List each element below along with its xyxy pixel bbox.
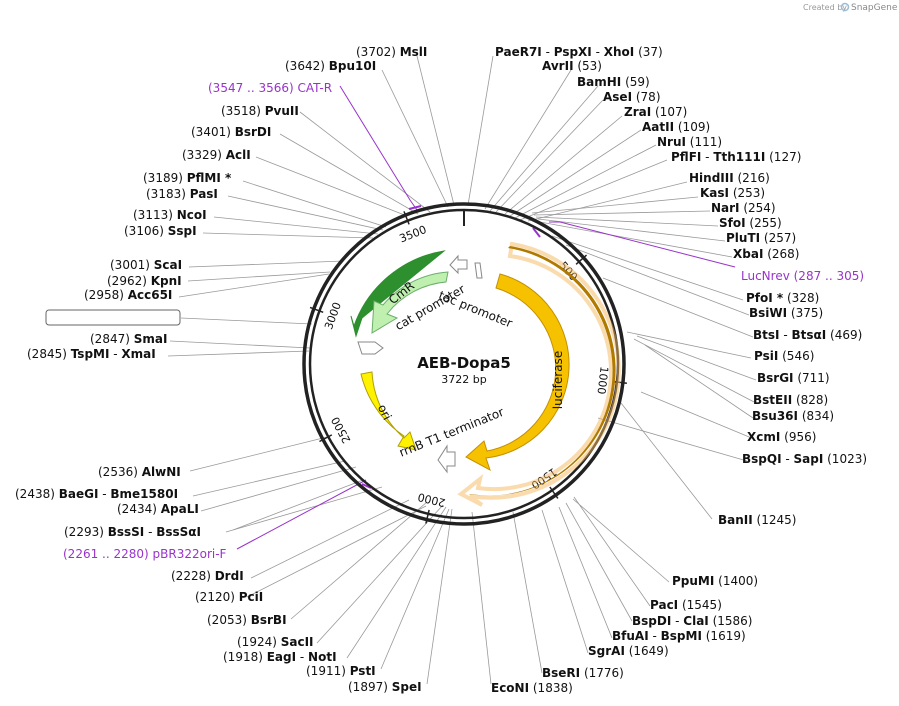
primer-marks [236,85,736,550]
restriction-site-label: BtsI - BtsαI (469) [753,328,862,342]
restriction-site-label: BspDI - ClaI (1586) [632,614,752,628]
restriction-site-label: NarI (254) [711,201,776,215]
restriction-site-label: (2293) BssSI - BssSαI [64,525,201,539]
restriction-site-label: XcmI (956) [747,430,816,444]
restriction-site-label: (3329) AclI [182,148,251,162]
restriction-site-label: AatII (109) [642,120,710,134]
feature-label-luciferase: luciferase [551,351,565,409]
restriction-site-label: (2962) KpnI [107,274,182,288]
tick-mark [425,509,430,524]
restriction-site-label: (3518) PvuII [221,104,299,118]
restriction-site-label: (3183) PasI [146,187,218,201]
restriction-site-label: (2438) BaeGI - Bme1580I [15,487,178,501]
feature-ori: ori [360,371,417,451]
restriction-site-label: (2845) TspMI - XmaI [27,347,156,361]
plasmid-name: AEB-Dopa5 [417,354,511,372]
restriction-site-label: (3642) Bpu10I [285,59,376,73]
restriction-site-label: BfuAI - BspMI (1619) [612,629,746,643]
feature-label-tac-promoter: tac promoter [437,288,515,330]
site-labels: (3702) MslI PaeR7I - PspXI - XhoI (37) (36… [15,45,867,695]
restriction-site-label: KasI (253) [700,186,765,200]
restriction-site-label: EcoNI (1838) [491,681,573,695]
restriction-site-label: (2120) PciI [195,590,263,604]
tick-mark [549,486,559,499]
restriction-site-label: BseRI (1776) [542,666,624,680]
lambda-terminator-arrow [357,341,384,355]
restriction-site-label: (2536) AlwNI [98,465,181,479]
restriction-site-label: PfoI * (328) [746,291,819,305]
restriction-site-label: AseI (78) [603,90,661,104]
restriction-site-label: (3702) MslI [356,45,427,59]
snapgene-name: SnapGene [851,3,898,13]
restriction-site-label: (1897) SpeI [348,680,422,694]
cat-promoter-arrow [449,254,468,275]
tick-label: 2000 [416,490,446,509]
restriction-site-label: SfoI (255) [719,216,782,230]
restriction-site-label: BsiWI (375) [749,306,823,320]
restriction-site-label: (3113) NcoI [133,208,207,222]
restriction-site-label: (2053) BsrBI [207,613,287,627]
primer-label: (2261 .. 2280) pBR322ori-F [63,547,227,561]
restriction-site-label: BsrGI (711) [757,371,830,385]
restriction-site-label: (3001) ScaI [110,258,182,272]
restriction-site-label: BanII (1245) [718,513,796,527]
restriction-site-label: PluTI (257) [726,231,796,245]
restriction-site-label: (3189) PflMI * [143,171,232,185]
restriction-site-label: (1918) EagI - NotI [223,650,337,664]
primer-label: (3547 .. 3566) CAT-R [208,81,332,95]
tick-label: 3500 [398,223,429,245]
restriction-site-label: ZraI (107) [624,105,687,119]
restriction-site-label: (2228) DrdI [171,569,244,583]
feature-luciferase: luciferase [457,241,621,507]
restriction-site-label: NruI (111) [657,135,722,149]
tick-mark [309,306,324,313]
feature-label-ori: ori [375,402,395,422]
restriction-site-label: PaeR7I - PspXI - XhoI (37) [495,45,663,59]
restriction-site-label: (2847) SmaI [90,332,167,346]
tac-promoter-arrow [474,262,483,279]
restriction-site-label: XbaI (268) [733,247,800,261]
tick-mark [403,211,410,225]
tick-mark [575,254,588,265]
restriction-site-label: SgrAI (1649) [588,644,669,658]
restriction-site-label: (1911) PstI [306,664,376,678]
restriction-site-label: PflFI - Tth111I (127) [671,150,801,164]
restriction-site-label: PpuMI (1400) [672,574,758,588]
feature-cmr: CmR [350,250,449,338]
tick-mark [319,434,333,443]
snapgene-logo-icon [840,2,850,12]
restriction-site-label: BamHI (59) [577,75,650,89]
feature-small-arrows [357,254,483,474]
primer-label: LucNrev (287 .. 305) [741,269,864,283]
tick-label: 2500 [329,414,354,445]
backbone-outer [302,202,626,526]
tick-marks [309,211,627,524]
restriction-site-label: (2434) ApaLI [117,502,199,516]
restriction-site-label: AvrII (53) [542,59,602,73]
leader-lines [167,55,757,685]
restriction-site-label: Bsu36I (834) [752,409,834,423]
restriction-site-label: PsiI (546) [754,349,814,363]
restriction-site-label: (2958) Acc65I [84,288,172,302]
lambda-terminator-box [45,309,181,326]
rrnb-terminator-arrow [437,444,456,474]
restriction-site-label: (3401) BsrDI [191,125,271,139]
snapgene-logo: Created by SnapGene [803,2,898,13]
restriction-site-label: BspQI - SapI (1023) [742,452,867,466]
restriction-site-label: HindIII (216) [689,171,770,185]
plasmid-length: 3722 bp [441,373,486,386]
restriction-site-label: (1924) SacII [237,635,314,649]
tick-label: 3000 [322,301,344,332]
tick-label: 1000 [594,366,610,395]
restriction-site-label: PacI (1545) [650,598,722,612]
restriction-site-label: BstEII (828) [753,393,828,407]
restriction-site-label: (3106) SspI [124,224,197,238]
created-by-text: Created by [803,3,847,12]
